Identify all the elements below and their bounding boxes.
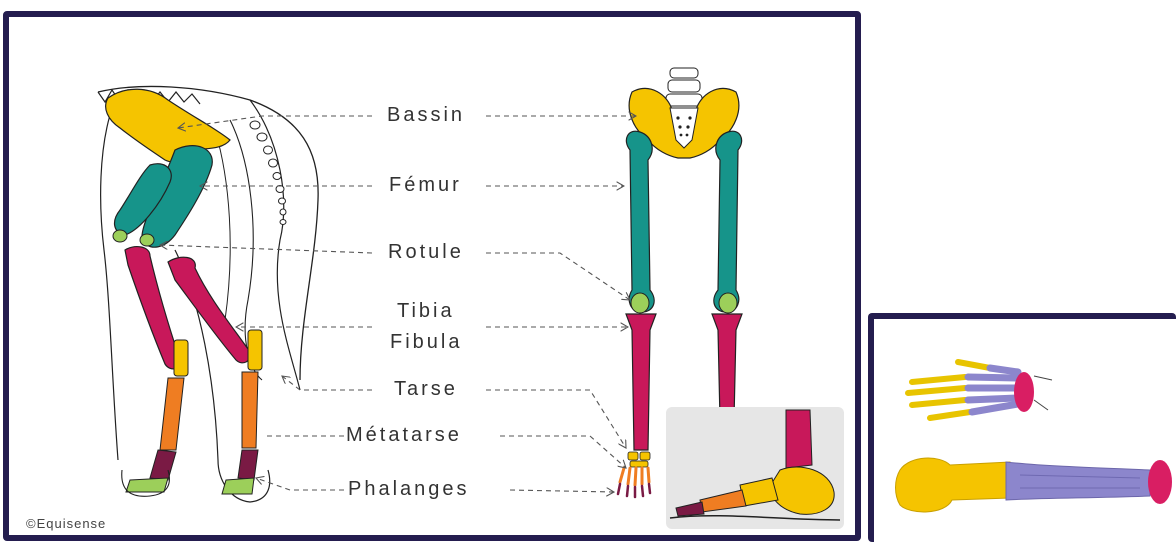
label-phalanges: Phalanges xyxy=(346,478,472,501)
label-metatarse: Métatarse xyxy=(344,424,464,447)
label-fibula: Fibula xyxy=(384,331,468,354)
side-panel xyxy=(868,313,1176,542)
label-bassin: Bassin xyxy=(381,104,471,127)
label-tibia: Tibia xyxy=(391,300,461,323)
label-tarse: Tarse xyxy=(388,378,464,401)
horse-hind-limb xyxy=(98,86,318,502)
copyright-text: ©Equisense xyxy=(26,516,106,531)
foot-inset xyxy=(666,407,844,529)
label-rotule: Rotule xyxy=(382,241,470,264)
label-femur: Fémur xyxy=(383,174,468,197)
